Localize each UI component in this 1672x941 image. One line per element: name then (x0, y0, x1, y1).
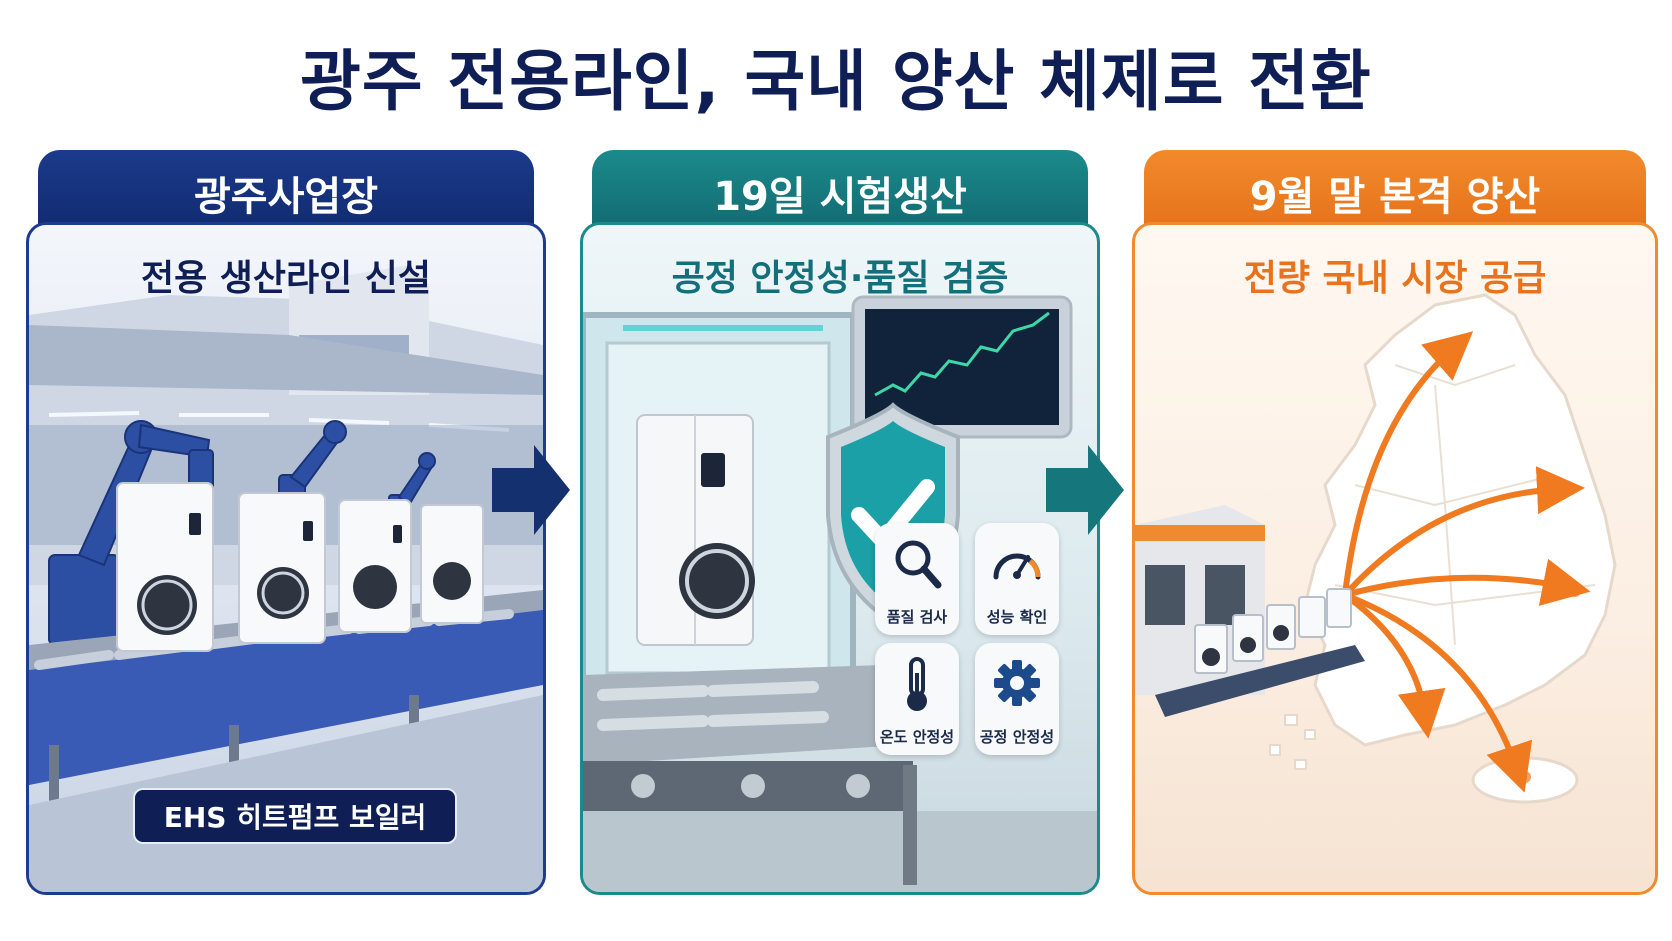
check-process: 공정 안정성 (975, 643, 1059, 755)
check-temperature-label: 온도 안정성 (879, 728, 955, 746)
check-performance-label: 성능 확인 (986, 608, 1048, 626)
step-trial-production: 19일 시험생산 (580, 150, 1100, 895)
gauge-icon (993, 553, 1041, 580)
arrow-right-icon (1046, 445, 1124, 535)
step-mass-card: 전량 국내 시장 공급 (1132, 222, 1658, 895)
magnifier-icon (895, 540, 942, 589)
step-factory-tab: 광주사업장 (38, 150, 534, 236)
step-mass-subtitle: 전량 국내 시장 공급 (1243, 258, 1547, 299)
check-performance: 성능 확인 (975, 523, 1059, 635)
gear-icon (994, 660, 1040, 706)
check-process-label: 공정 안정성 (979, 728, 1055, 746)
korea-distribution-map (1135, 293, 1617, 804)
check-temperature: 온도 안정성 (875, 643, 959, 755)
step-trial-subtitle: 공정 안정성·품질 검증 (671, 258, 1009, 299)
step-mass-production: 9월 말 본격 양산 (1132, 150, 1658, 895)
step-factory: 광주사업장 (26, 150, 546, 895)
product-badge: EHS 히트펌프 보일러 (133, 788, 457, 844)
page-title: 광주 전용라인, 국내 양산 체제로 전환 (300, 43, 1372, 120)
step-trial-card: 공정 안정성·품질 검증 품질 검사 성능 확인 온도 안정성 (580, 222, 1100, 895)
step-mass-tab: 9월 말 본격 양산 (1144, 150, 1646, 236)
thermometer-icon (907, 657, 927, 711)
step-trial-tab: 19일 시험생산 (592, 150, 1088, 236)
arrow-right-icon (492, 445, 570, 535)
check-quality-label: 품질 검사 (886, 608, 948, 626)
step-factory-subtitle: 전용 생산라인 신설 (140, 258, 432, 299)
step-factory-card: 전용 생산라인 신설 EHS 히트펌프 보일러 (26, 222, 546, 895)
check-quality: 품질 검사 (875, 523, 959, 635)
